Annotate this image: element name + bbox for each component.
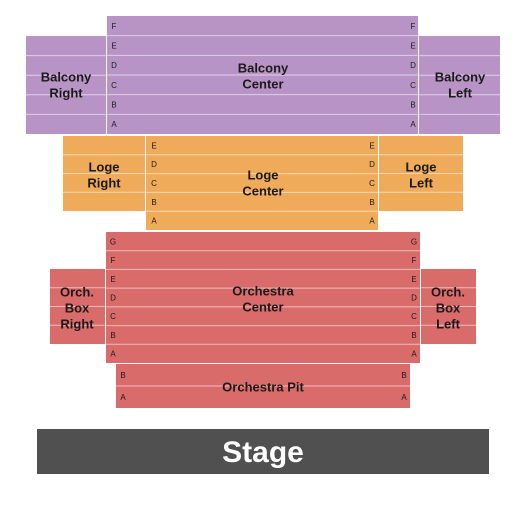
row-label-a: A bbox=[111, 120, 117, 129]
row-label-e: E bbox=[410, 42, 415, 51]
row-label-e: E bbox=[111, 42, 116, 51]
row-label-d: D bbox=[151, 160, 157, 169]
stage-block bbox=[37, 429, 489, 474]
row-label-f: F bbox=[412, 256, 417, 265]
section-block[interactable] bbox=[419, 36, 500, 134]
row-label-a: A bbox=[151, 217, 157, 226]
row-label-f: F bbox=[411, 22, 416, 31]
row-label-c: C bbox=[369, 179, 375, 188]
row-label-a: A bbox=[401, 393, 407, 402]
row-label-d: D bbox=[411, 294, 417, 303]
row-label-c: C bbox=[410, 81, 416, 90]
row-label-c: C bbox=[411, 312, 417, 321]
row-label-f: F bbox=[111, 256, 116, 265]
row-label-e: E bbox=[411, 275, 416, 284]
row-label-c: C bbox=[151, 179, 157, 188]
section-block[interactable] bbox=[146, 136, 378, 230]
row-label-g: G bbox=[110, 237, 116, 246]
stage-label: Stage bbox=[222, 436, 304, 469]
row-label-d: D bbox=[111, 61, 117, 70]
row-label-a: A bbox=[120, 393, 126, 402]
section-orchestra-pit[interactable]: B B A A Orchestra Pit bbox=[116, 364, 410, 408]
row-label-b: B bbox=[110, 331, 115, 340]
row-label-d: D bbox=[369, 160, 375, 169]
row-label-b: B bbox=[111, 101, 116, 110]
row-label-a: A bbox=[110, 350, 116, 359]
stage: Stage bbox=[37, 429, 489, 474]
row-label-d: D bbox=[110, 294, 116, 303]
row-label-f: F bbox=[112, 22, 117, 31]
row-label-b: B bbox=[410, 101, 415, 110]
row-label-a: A bbox=[369, 217, 375, 226]
section-label: Orchestra Pit bbox=[222, 380, 304, 395]
row-label-e: E bbox=[369, 141, 374, 150]
row-label-c: C bbox=[110, 312, 116, 321]
row-label-e: E bbox=[151, 141, 156, 150]
row-label-b: B bbox=[369, 198, 374, 207]
row-label-a: A bbox=[411, 350, 417, 359]
section-block[interactable] bbox=[106, 232, 420, 363]
row-label-a: A bbox=[410, 120, 416, 129]
row-label-e: E bbox=[110, 275, 115, 284]
row-label-g: G bbox=[411, 237, 417, 246]
row-label-b: B bbox=[401, 371, 406, 380]
row-label-b: B bbox=[120, 371, 125, 380]
section-block[interactable] bbox=[26, 36, 106, 134]
row-label-c: C bbox=[111, 81, 117, 90]
row-label-b: B bbox=[411, 331, 416, 340]
row-label-d: D bbox=[410, 61, 416, 70]
row-label-b: B bbox=[151, 198, 156, 207]
